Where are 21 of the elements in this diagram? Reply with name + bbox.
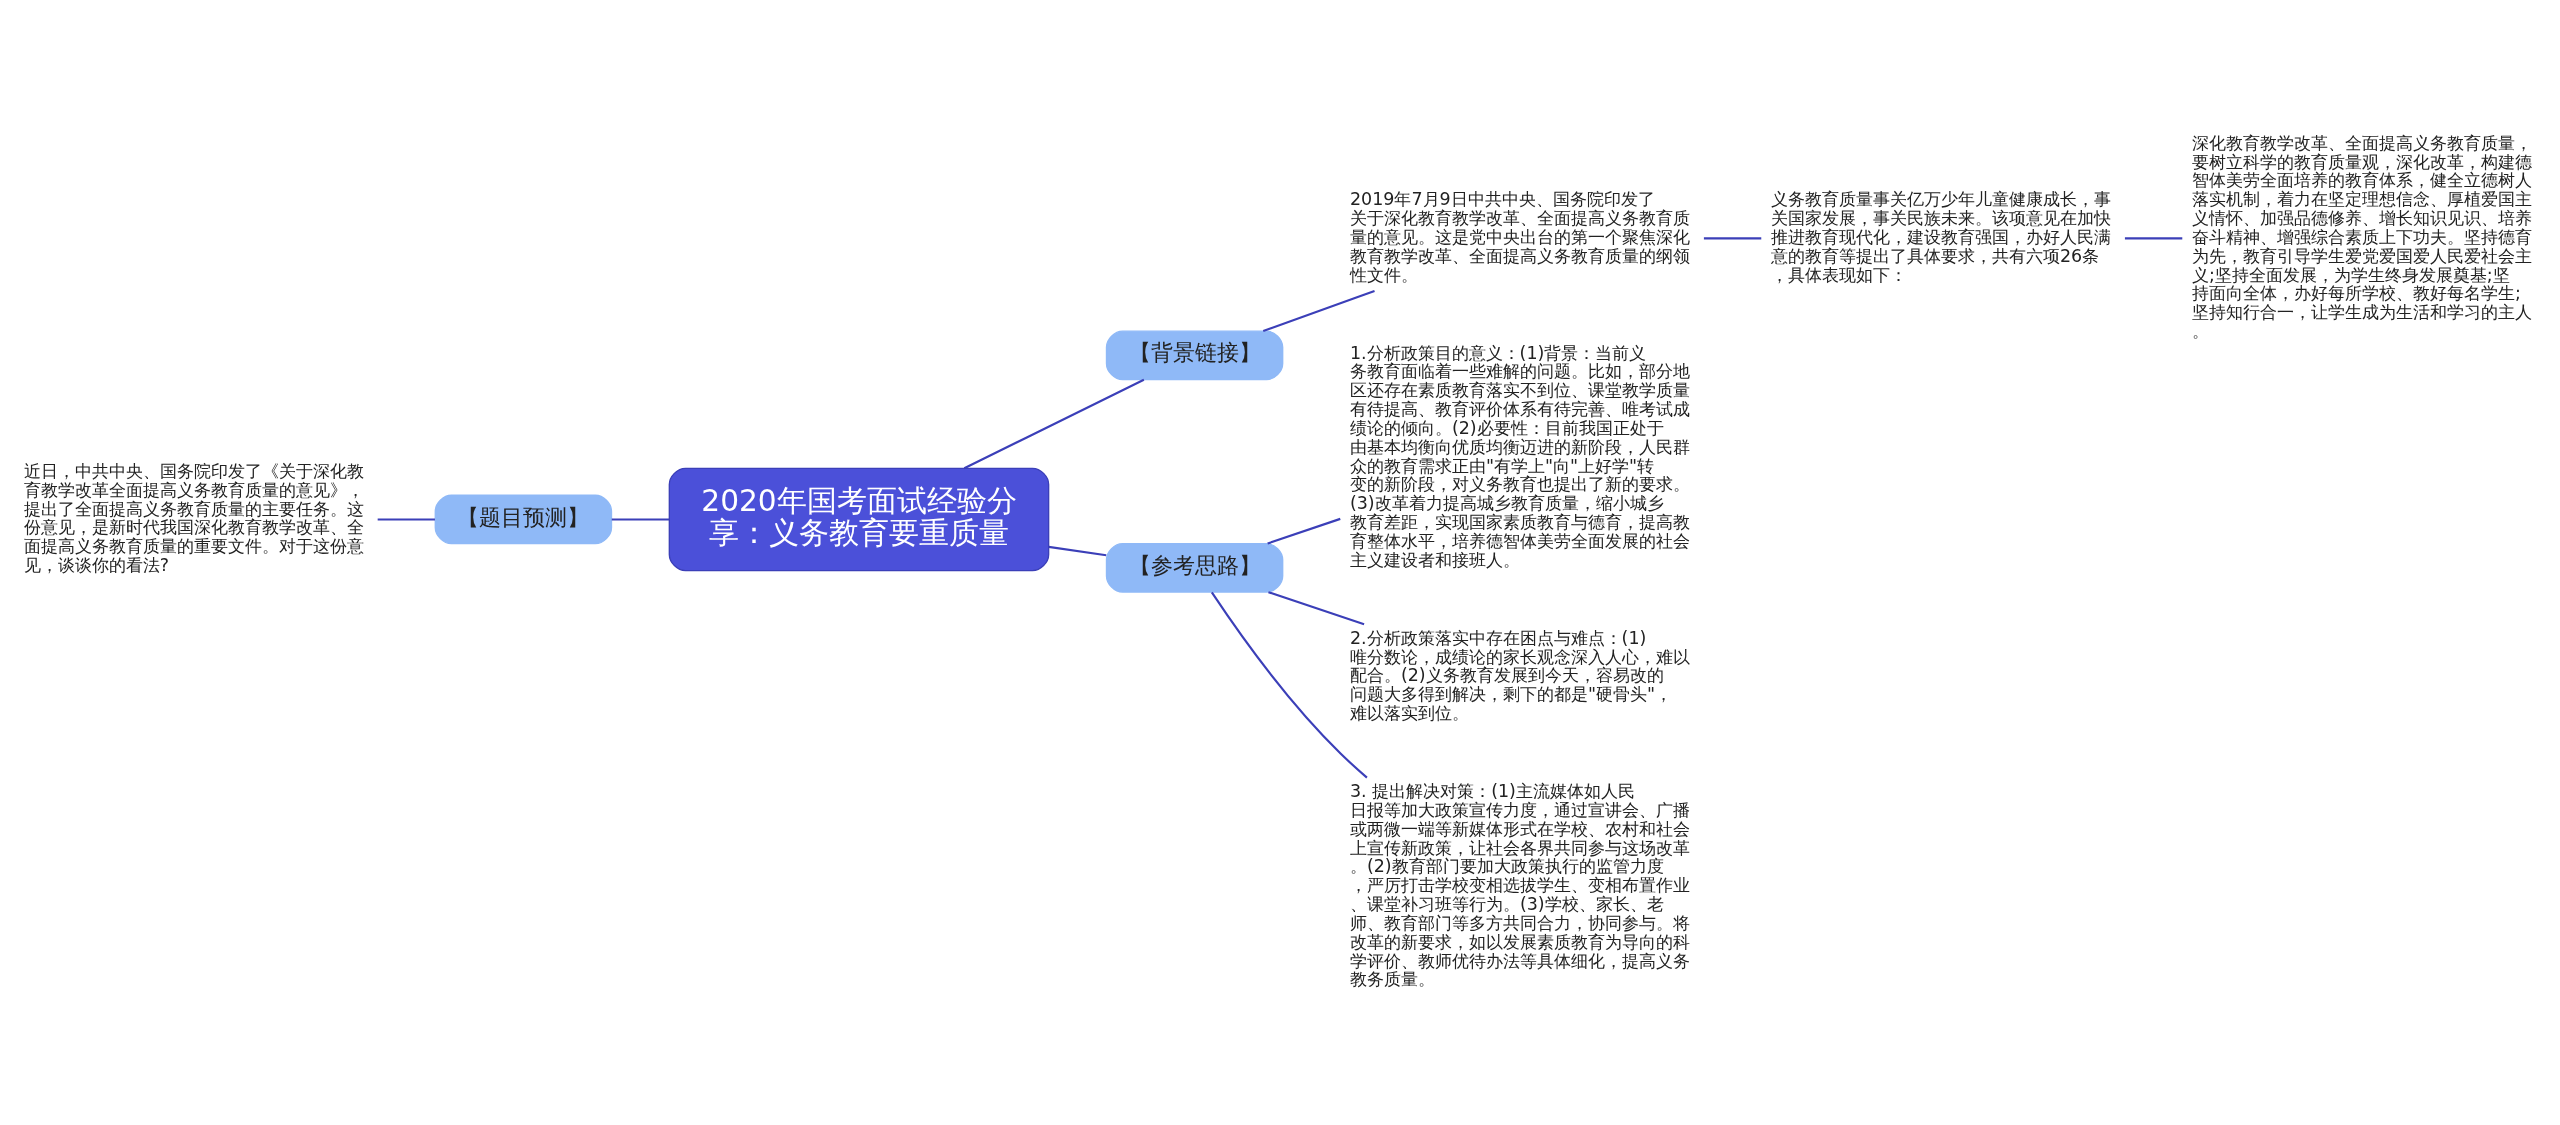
connector	[1267, 517, 1341, 545]
connector	[611, 518, 670, 521]
node-text: 近日，中共中央、国务院印发了《关于深化教育教学改革全面提高义务教育质量的意见》，提出了全面提高义务教育质量的主要任务。这份意见，是新时代我国深化教育教学改革、全面提高义务教育质量的重要文件。对于这份意见，谈谈你的看法?	[23, 460, 364, 576]
node-box: 【背景链接】	[1105, 330, 1284, 381]
connector	[963, 378, 1145, 470]
node-text: 2019年7月9日中共中央、国务院印发了关于深化教育教学改革、全面提高义务教育质量的意见。这是党中央出台的第一个聚焦深化教育教学改革、全面提高义务教育质量的纲领性文件。	[1349, 189, 1690, 285]
connector	[1048, 545, 1107, 557]
connector	[1210, 591, 1368, 779]
connector	[1268, 591, 1365, 626]
connector	[377, 518, 435, 521]
node-text: 3. 提出解决对策：(1)主流媒体如人民日报等加大政策宣传力度，通过宣讲会、广播或两微一端等新媒体形式在学校、农村和社会上宣传新政策，让社会各界共同参与这场改革。(2)教育部门要加大政策执行的监管力度，严厉打击学校变相选拔学生、变相布置作业、课堂补习班等行为。(3)学校、家长、老师、教育部门等多方共同合力，协同参与。将改革的新要求，如以发展素质教育为导向的科学评价、教师优待办法等具体细化，提高义务教务质量。	[1349, 781, 1690, 990]
connector	[1703, 237, 1762, 240]
connector	[1262, 290, 1375, 333]
node-box: 2020年国考面试经验分享：义务教育要重质量	[668, 467, 1050, 572]
node-box: 【题目预测】	[434, 494, 613, 545]
node-text: 义务教育质量事关亿万少年儿童健康成长，事关国家发展，事关民族未来。该项意见在加快推进教育现代化，建设教育强国，办好人民满意的教育等提出了具体要求，共有六项26条，具体表现如下：	[1770, 189, 2111, 285]
node-box: 【参考思路】	[1105, 543, 1284, 593]
node-text: 2.分析政策落实中存在困点与难点：(1)唯分数论，成绩论的家长观念深入人心，难以配合。(2)义务教育发展到今天，容易改的问题大多得到解决，剩下的都是"硬骨头"，难以落实到位。	[1349, 627, 1690, 724]
connector	[2124, 237, 2183, 240]
node-text: 1.分析政策目的意义：(1)背景：当前义务教育面临着一些难解的问题。比如，部分地区还存在素质教育落实不到位、课堂教学质量有待提高、教育评价体系有待完善、唯考试成绩论的倾向。(2)必要性：目前我国正处于由基本均衡向优质均衡迈进的新阶段，人民群众的教育需求正由"有学上"向"上好学"转变的新阶段，对义务教育也提出了新的要求。(3)改革着力提高城乡教育质量，缩小城乡教育差距，实现国家素质教育与德育，提高教育整体水平，培养德智体美劳全面发展的社会主义建设者和接班人。	[1349, 342, 1690, 570]
node-text: 深化教育教学改革、全面提高义务教育质量，要树立科学的教育质量观，深化改革，构建德智体美劳全面培养的教育体系，健全立德树人落实机制，着力在坚定理想信念、厚植爱国主义情怀、加强品德修养、增长知识见识、培养奋斗精神、增强综合素质上下功夫。坚持德育为先，教育引导学生爱党爱国爱人民爱社会主义;坚持全面发展，为学生终身发展奠基;坚持面向全体，办好每所学校、教好每名学生;坚持知行合一，让学生成为生活和学习的主人。	[2191, 132, 2532, 342]
